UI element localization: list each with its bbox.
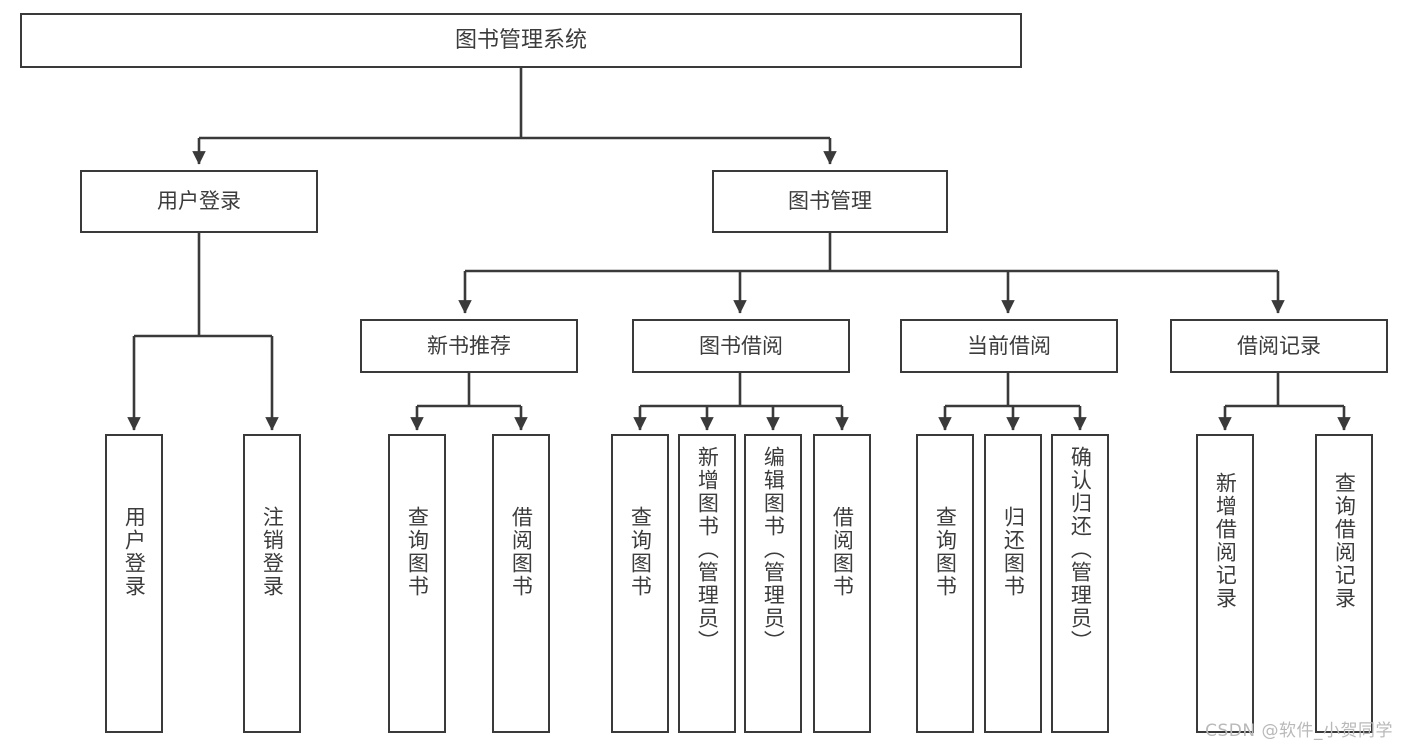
node-leaf-query-book-1[interactable]: 查询图书: [388, 434, 446, 733]
node-leaf-query-book-2[interactable]: 查询图书: [611, 434, 669, 733]
node-leaf-query-record[interactable]: 查询借阅记录: [1315, 434, 1373, 733]
node-leaf-add-record[interactable]: 新增借阅记录: [1196, 434, 1254, 733]
node-leaf-user-login-label: 用户登录: [122, 506, 147, 598]
node-leaf-borrow-book-1[interactable]: 借阅图书: [492, 434, 550, 733]
node-leaf-user-logout[interactable]: 注销登录: [243, 434, 301, 733]
node-leaf-user-logout-label: 注销登录: [260, 506, 285, 598]
node-borrow-record[interactable]: 借阅记录: [1170, 319, 1388, 373]
node-leaf-edit-book-label: 编辑图书（管理员）: [761, 446, 786, 653]
watermark: CSDN @软件_小贺同学: [1205, 721, 1393, 741]
node-leaf-user-login[interactable]: 用户登录: [105, 434, 163, 733]
node-user-login[interactable]: 用户登录: [80, 170, 318, 233]
node-borrow-record-label: 借阅记录: [1237, 333, 1321, 358]
node-leaf-query-book-3-label: 查询图书: [933, 506, 958, 598]
node-current-borrow-label: 当前借阅: [967, 333, 1051, 358]
node-leaf-confirm-return-label: 确认归还（管理员）: [1068, 446, 1093, 653]
node-user-login-label: 用户登录: [157, 189, 241, 214]
node-leaf-add-book[interactable]: 新增图书（管理员）: [678, 434, 736, 733]
node-new-book-recommend[interactable]: 新书推荐: [360, 319, 578, 373]
node-book-manage-label: 图书管理: [788, 189, 872, 214]
node-leaf-borrow-book-2-label: 借阅图书: [830, 506, 855, 598]
node-book-borrow-label: 图书借阅: [699, 333, 783, 358]
node-leaf-query-book-3[interactable]: 查询图书: [916, 434, 974, 733]
node-leaf-edit-book[interactable]: 编辑图书（管理员）: [744, 434, 802, 733]
node-leaf-add-book-label: 新增图书（管理员）: [695, 446, 720, 653]
node-root-label: 图书管理系统: [454, 27, 587, 53]
node-leaf-query-book-2-label: 查询图书: [628, 506, 653, 598]
node-leaf-return-book-label: 归还图书: [1001, 506, 1026, 598]
node-leaf-confirm-return[interactable]: 确认归还（管理员）: [1051, 434, 1109, 733]
node-book-borrow[interactable]: 图书借阅: [632, 319, 850, 373]
node-root[interactable]: 图书管理系统: [20, 13, 1022, 68]
node-leaf-return-book[interactable]: 归还图书: [984, 434, 1042, 733]
node-leaf-query-record-label: 查询借阅记录: [1332, 472, 1357, 610]
node-book-manage[interactable]: 图书管理: [712, 170, 948, 233]
node-current-borrow[interactable]: 当前借阅: [900, 319, 1118, 373]
node-new-book-recommend-label: 新书推荐: [427, 333, 511, 358]
node-leaf-borrow-book-2[interactable]: 借阅图书: [813, 434, 871, 733]
node-leaf-borrow-book-1-label: 借阅图书: [509, 506, 534, 598]
node-leaf-query-book-1-label: 查询图书: [405, 506, 430, 598]
node-leaf-add-record-label: 新增借阅记录: [1213, 472, 1238, 610]
